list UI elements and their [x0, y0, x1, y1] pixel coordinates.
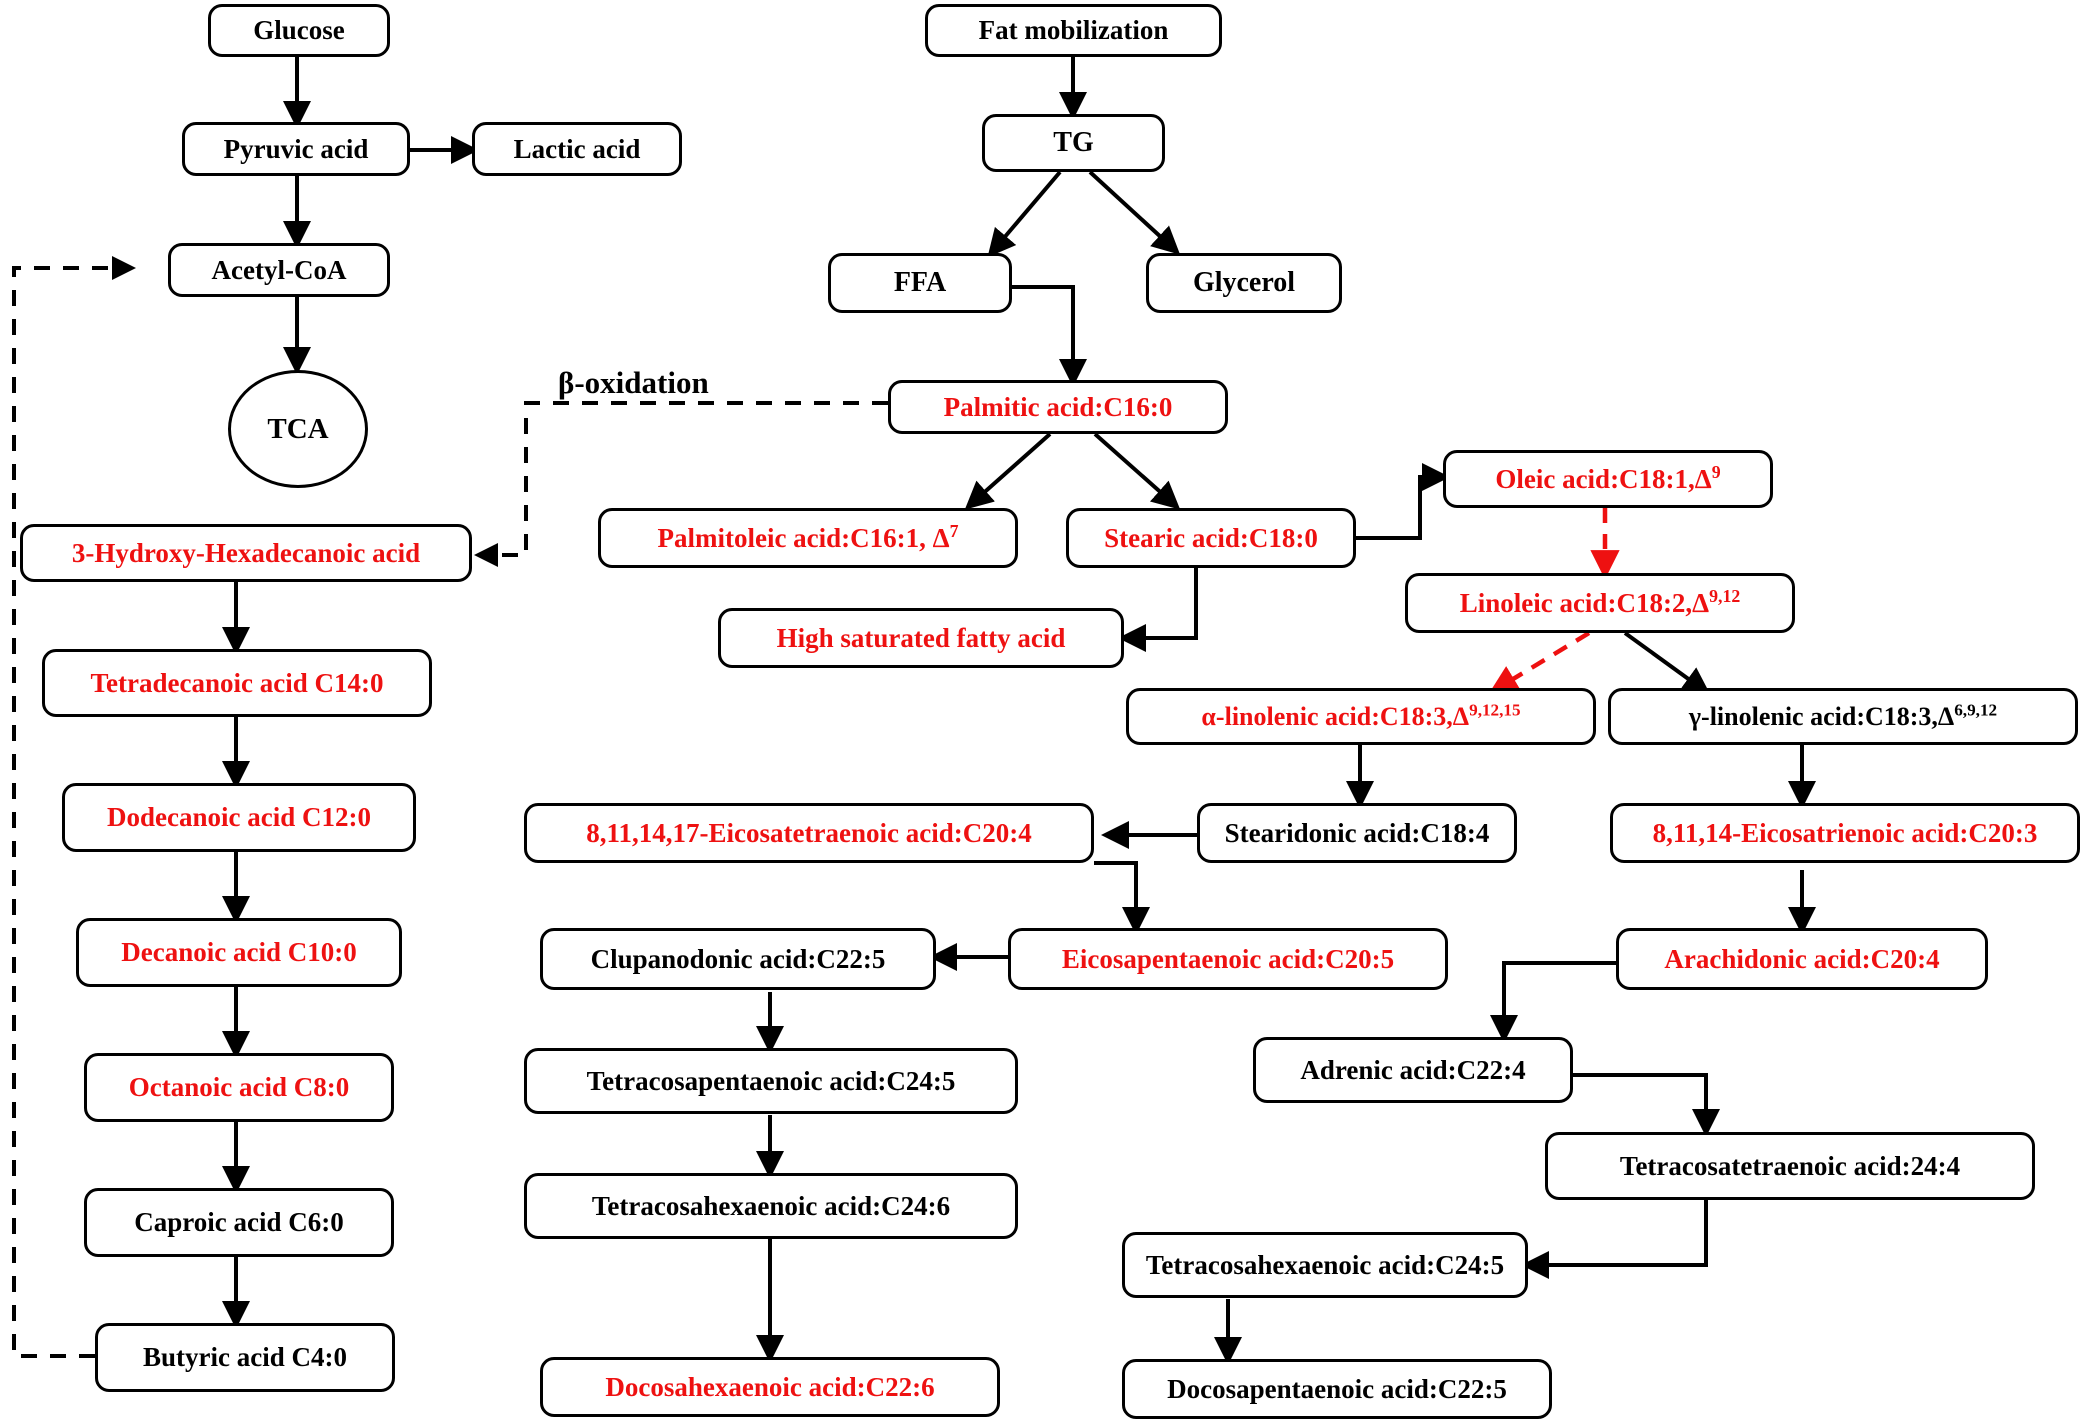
node-glycerol[interactable]: Glycerol — [1146, 253, 1342, 313]
node-docosapentaenoic-acid[interactable]: Docosapentaenoic acid:C22:5 — [1122, 1359, 1552, 1419]
node-label: Tetracosatetraenoic acid:24:4 — [1619, 1150, 1961, 1181]
node-octanoic-acid[interactable]: Octanoic acid C8:0 — [84, 1053, 394, 1122]
node-label: High saturated fatty acid — [776, 622, 1066, 653]
node-tetradecanoic-acid[interactable]: Tetradecanoic acid C14:0 — [42, 649, 432, 717]
node-eicosatrienoic-acid[interactable]: 8,11,14-Eicosatrienoic acid:C20:3 — [1610, 803, 2080, 863]
delta-superscript: 9 — [1711, 461, 1721, 482]
node-palmitic-acid[interactable]: Palmitic acid:C16:0 — [888, 380, 1228, 434]
node-gamma-linolenic-acid[interactable]: γ-linolenic acid:C18:3,Δ6,9,12 — [1608, 688, 2078, 745]
node-stearic-acid[interactable]: Stearic acid:C18:0 — [1066, 508, 1356, 568]
delta-superscript: 7 — [949, 520, 959, 541]
node-label: Stearic acid:C18:0 — [1104, 522, 1318, 553]
node-label: Butyric acid C4:0 — [143, 1342, 347, 1373]
node-label: Arachidonic acid:C20:4 — [1664, 943, 1940, 974]
node-label: Pyruvic acid — [223, 133, 369, 164]
delta-superscript: 9,12,15 — [1469, 700, 1521, 720]
node-label: Tetracosapentaenoic acid:C24:5 — [586, 1065, 956, 1096]
node-label: Oleic acid:C18:1,Δ9 — [1495, 461, 1721, 494]
node-label: Tetracosahexaenoic acid:C24:6 — [591, 1190, 951, 1221]
node-label: Palmitoleic acid:C16:1, Δ7 — [657, 520, 959, 553]
node-label: Tetradecanoic acid C14:0 — [90, 667, 384, 698]
node-tetracosahexaenoic-acid-c245[interactable]: Tetracosahexaenoic acid:C24:5 — [1122, 1232, 1528, 1298]
node-label: Tetracosahexaenoic acid:C24:5 — [1145, 1249, 1505, 1280]
node-label: 3-Hydroxy-Hexadecanoic acid — [71, 537, 421, 568]
node-label: α-linolenic acid:C18:3,Δ9,12,15 — [1201, 700, 1521, 731]
node-acetyl-coa[interactable]: Acetyl-CoA — [168, 243, 390, 297]
node-label: Acetyl-CoA — [211, 254, 347, 285]
node-ffa[interactable]: FFA — [828, 253, 1012, 313]
node-dodecanoic-acid[interactable]: Dodecanoic acid C12:0 — [62, 783, 416, 852]
node-adrenic-acid[interactable]: Adrenic acid:C22:4 — [1253, 1037, 1573, 1103]
delta-superscript: 6,9,12 — [1954, 700, 1998, 720]
node-high-saturated-fatty-acid[interactable]: High saturated fatty acid — [718, 608, 1124, 668]
node-label: Linoleic acid:C18:2,Δ9,12 — [1459, 585, 1741, 618]
node-tetracosatetraenoic-acid[interactable]: Tetracosatetraenoic acid:24:4 — [1545, 1132, 2035, 1200]
node-label: Docosapentaenoic acid:C22:5 — [1167, 1373, 1507, 1404]
node-label: TCA — [267, 412, 329, 445]
node-label: Fat mobilization — [978, 15, 1169, 46]
node-label: Eicosapentaenoic acid:C20:5 — [1061, 943, 1395, 974]
node-label: Palmitic acid:C16:0 — [943, 391, 1173, 422]
node-arachidonic-acid[interactable]: Arachidonic acid:C20:4 — [1616, 928, 1988, 990]
delta-superscript: 9,12 — [1709, 585, 1741, 606]
node-label: Caproic acid C6:0 — [134, 1207, 344, 1238]
node-caproic-acid[interactable]: Caproic acid C6:0 — [84, 1188, 394, 1257]
node-oleic-acid[interactable]: Oleic acid:C18:1,Δ9 — [1443, 450, 1773, 508]
node-label: Octanoic acid C8:0 — [128, 1072, 350, 1103]
node-lactic-acid[interactable]: Lactic acid — [472, 122, 682, 176]
node-label: Stearidonic acid:C18:4 — [1224, 817, 1490, 848]
node-label: Adrenic acid:C22:4 — [1300, 1054, 1526, 1085]
node-label: TG — [1053, 127, 1094, 159]
node-eicosapentaenoic-acid[interactable]: Eicosapentaenoic acid:C20:5 — [1008, 928, 1448, 990]
node-tg[interactable]: TG — [982, 114, 1165, 172]
node-butyric-acid[interactable]: Butyric acid C4:0 — [95, 1323, 395, 1392]
node-glucose[interactable]: Glucose — [208, 4, 390, 57]
node-tetracosapentaenoic-acid[interactable]: Tetracosapentaenoic acid:C24:5 — [524, 1048, 1018, 1114]
node-label: Lactic acid — [513, 133, 641, 164]
node-pyruvic-acid[interactable]: Pyruvic acid — [182, 122, 410, 176]
node-label: Docosahexaenoic acid:C22:6 — [605, 1371, 935, 1402]
node-label: 8,11,14-Eicosatrienoic acid:C20:3 — [1652, 817, 2038, 848]
node-label: Dodecanoic acid C12:0 — [107, 802, 371, 833]
node-label: FFA — [893, 267, 947, 299]
node-3-hydroxy-hexadecanoic-acid[interactable]: 3-Hydroxy-Hexadecanoic acid — [20, 524, 472, 582]
node-decanoic-acid[interactable]: Decanoic acid C10:0 — [76, 918, 402, 987]
node-label: Glucose — [253, 15, 345, 46]
node-label: 8,11,14,17-Eicosatetraenoic acid:C20:4 — [586, 817, 1032, 848]
node-clupanodonic-acid[interactable]: Clupanodonic acid:C22:5 — [540, 928, 936, 990]
node-fat-mobilization[interactable]: Fat mobilization — [925, 4, 1222, 57]
beta-oxidation-label: β-oxidation — [558, 365, 709, 400]
node-linoleic-acid[interactable]: Linoleic acid:C18:2,Δ9,12 — [1405, 573, 1795, 633]
node-alpha-linolenic-acid[interactable]: α-linolenic acid:C18:3,Δ9,12,15 — [1126, 688, 1596, 745]
node-label: Glycerol — [1192, 267, 1296, 299]
node-docosahexaenoic-acid[interactable]: Docosahexaenoic acid:C22:6 — [540, 1357, 1000, 1417]
node-label: γ-linolenic acid:C18:3,Δ6,9,12 — [1688, 700, 1998, 731]
node-tca[interactable]: TCA — [228, 370, 368, 488]
node-label: Decanoic acid C10:0 — [121, 937, 357, 968]
node-eicosatetraenoic-acid[interactable]: 8,11,14,17-Eicosatetraenoic acid:C20:4 — [524, 803, 1094, 863]
node-label: Clupanodonic acid:C22:5 — [590, 943, 886, 974]
node-tetracosahexaenoic-acid-c246[interactable]: Tetracosahexaenoic acid:C24:6 — [524, 1173, 1018, 1239]
node-stearidonic-acid[interactable]: Stearidonic acid:C18:4 — [1197, 803, 1517, 863]
node-palmitoleic-acid[interactable]: Palmitoleic acid:C16:1, Δ7 — [598, 508, 1018, 568]
